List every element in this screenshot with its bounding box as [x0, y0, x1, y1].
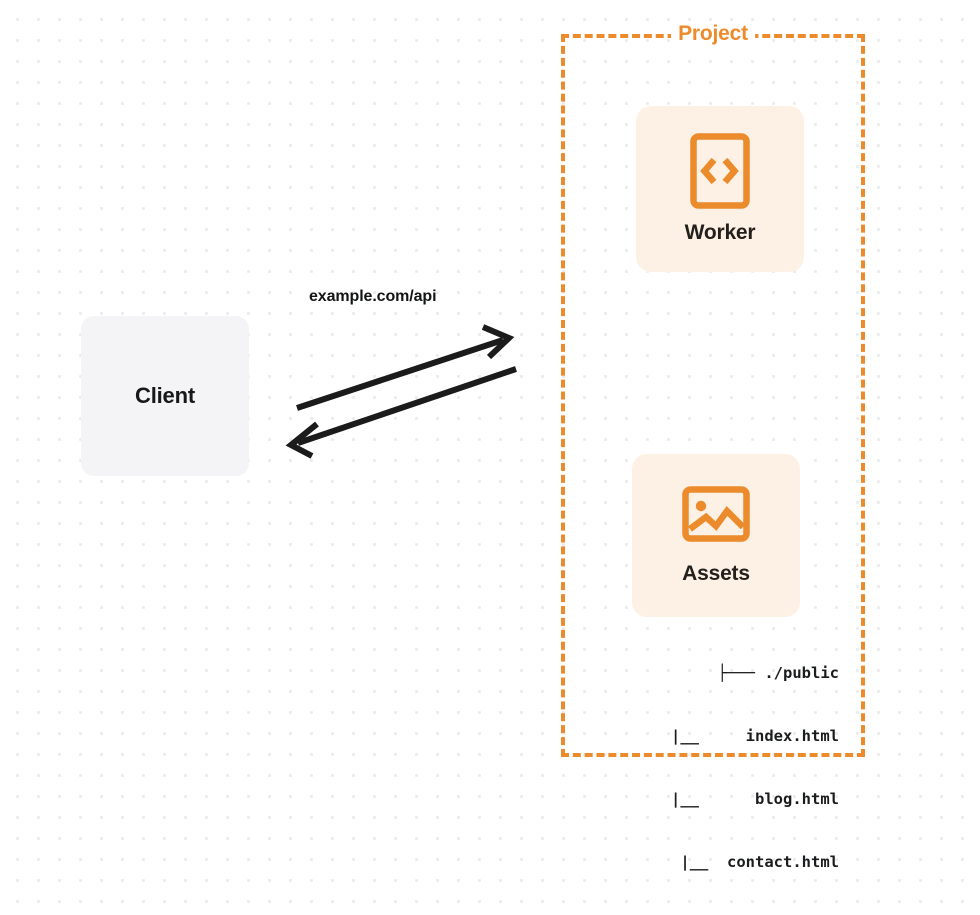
request-arrow [296, 324, 515, 411]
request-url-label: example.com/api [309, 288, 437, 305]
file-tree-row: ├─── ./public [717, 664, 839, 682]
image-icon [682, 485, 750, 542]
file-tree-row: |__ index.html [671, 727, 839, 745]
assets-card[interactable]: Assets [632, 454, 800, 617]
client-label: Client [135, 383, 195, 408]
assets-file-tree: ├─── ./public |__ index.html |__ blog.ht… [585, 621, 839, 915]
response-arrow [285, 366, 517, 459]
project-title: Project [671, 23, 755, 44]
file-tree-row: |__ contact.html [680, 853, 839, 871]
worker-label: Worker [684, 221, 756, 244]
file-tree-row: |__ blog.html [671, 790, 839, 808]
assets-label: Assets [682, 561, 750, 585]
code-brackets-icon [690, 133, 750, 209]
client-node: Client [81, 316, 249, 476]
project-boundary: Project Worker Assets ├─── ./public |__ … [561, 23, 865, 871]
worker-card[interactable]: Worker [636, 106, 804, 272]
